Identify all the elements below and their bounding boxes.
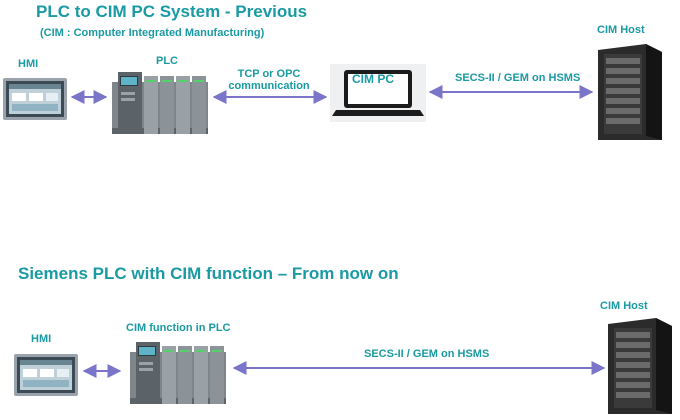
bottom-hmi-label: HMI: [31, 333, 52, 345]
cim-pc-laptop-icon: [330, 64, 426, 122]
top-link-label-line1: TCP or OPC: [237, 68, 301, 80]
bottom-hmi-device-icon: [14, 354, 78, 396]
bottom-cim-host-server-icon: [608, 318, 672, 414]
cim-pc-label: CIM PC: [352, 72, 394, 86]
top-subtitle: (CIM : Computer Integrated Manufacturing…: [40, 27, 265, 39]
top-cim-host-server-icon: [598, 44, 662, 140]
bottom-plc-device-icon: [130, 342, 226, 404]
top-link-label: TCP or OPC communication: [224, 68, 314, 92]
top-plc-label: PLC: [156, 55, 178, 67]
bottom-cim-host-label: CIM Host: [600, 300, 648, 312]
top-link-label-line2: communication: [228, 80, 310, 92]
top-hmi-device-icon: [3, 78, 67, 120]
top-cim-host-label: CIM Host: [597, 24, 645, 36]
bottom-title: Siemens PLC with CIM function – From now…: [18, 264, 399, 283]
top-hmi-label: HMI: [18, 58, 39, 70]
bottom-secs-label: SECS-II / GEM on HSMS: [364, 348, 490, 360]
bottom-plc-label: CIM function in PLC: [126, 322, 231, 334]
top-secs-label: SECS-II / GEM on HSMS: [455, 72, 581, 84]
top-title: PLC to CIM PC System - Previous: [36, 2, 308, 21]
top-plc-device-icon: [112, 72, 208, 134]
